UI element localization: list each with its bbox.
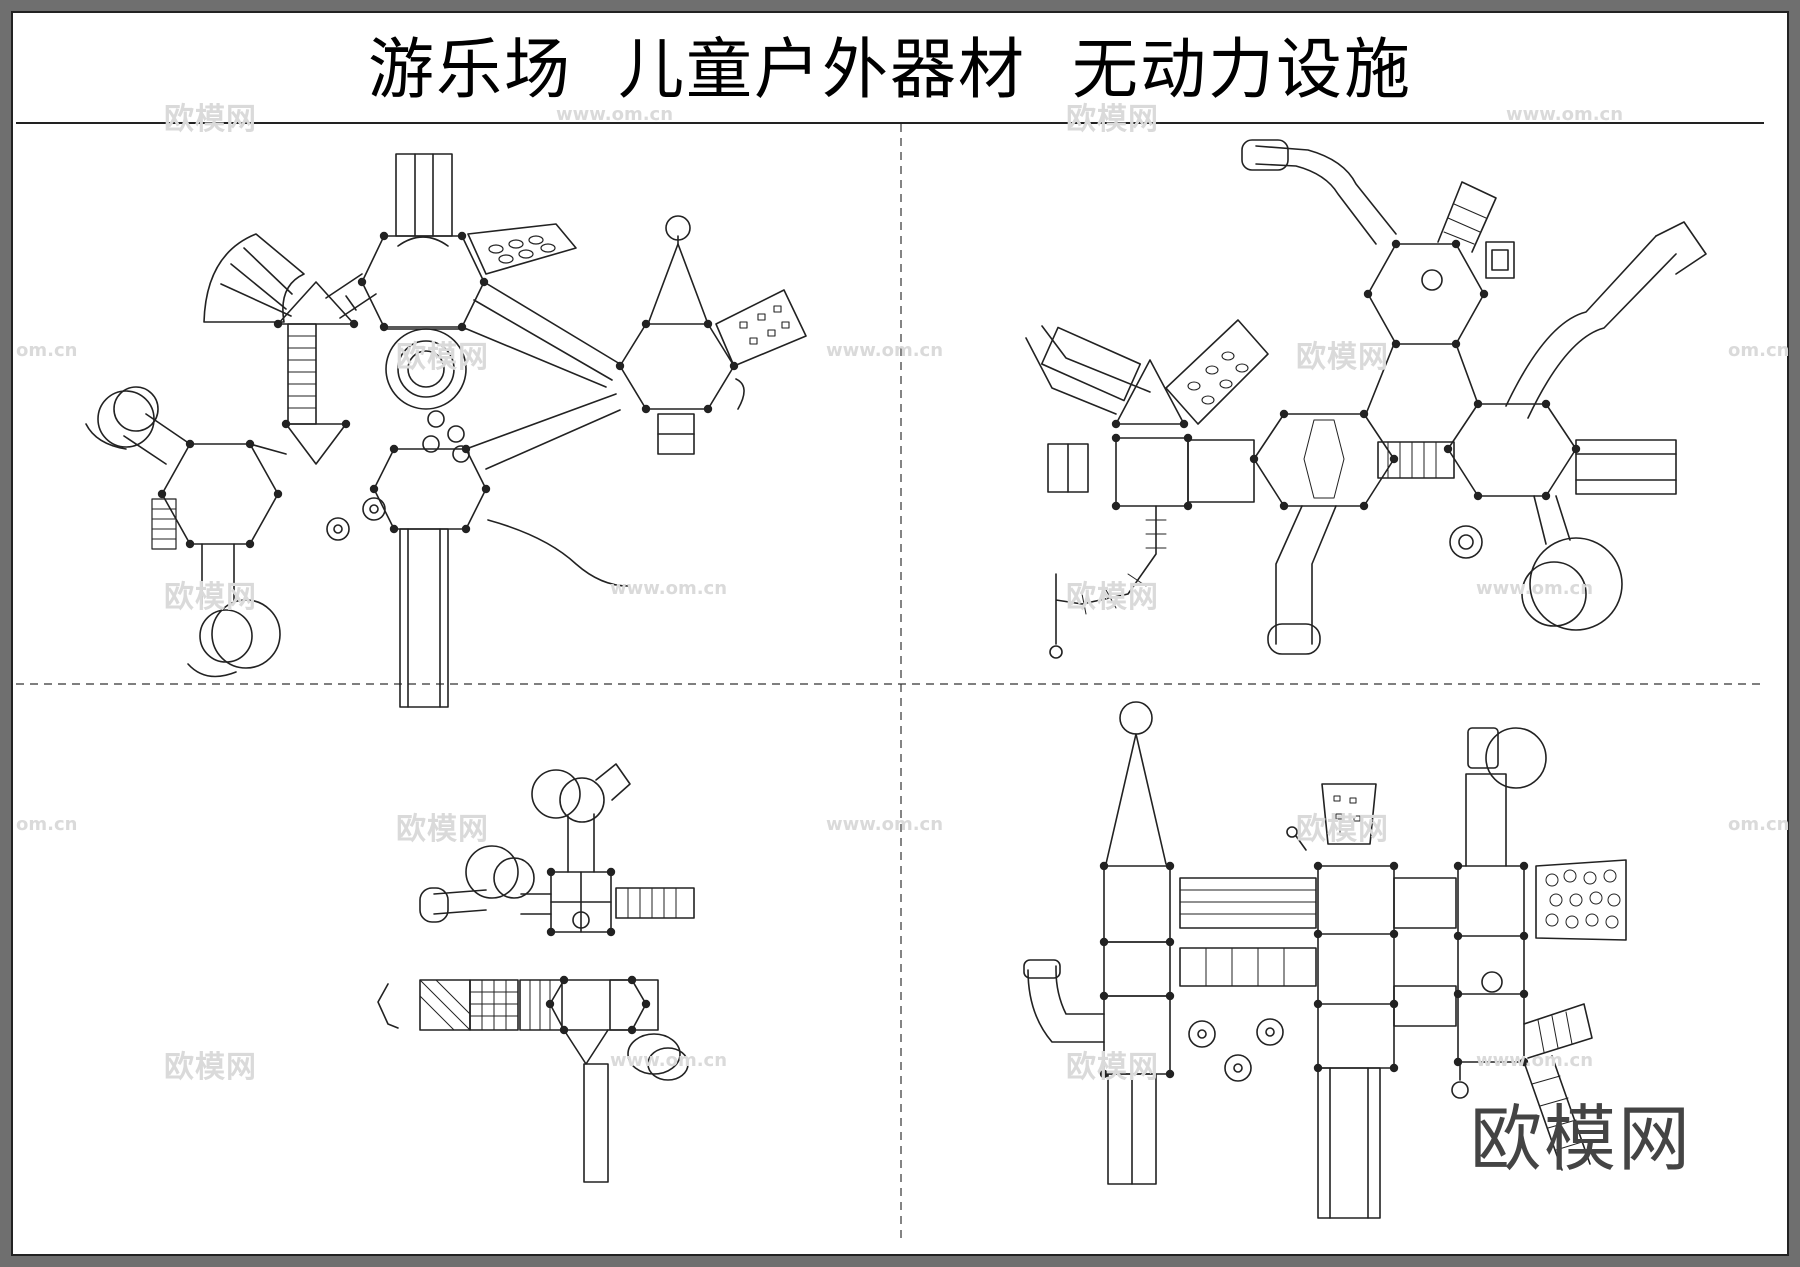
tube-slide-top [1255,145,1397,245]
climbing-wall-a [467,223,577,275]
platform-br-b [1317,865,1395,1069]
platform-hex-c [619,323,735,410]
roof-tower-br [1105,733,1167,865]
page-title: 游乐场 儿童户外器材 无动力设施 [368,31,1412,108]
monkey-bars [1055,505,1157,645]
quadrant-top-left [85,153,807,708]
platform-hex-top [1367,243,1485,345]
ladder-top [1437,181,1497,253]
platform-square-left [1115,437,1189,507]
quadrant-bottom-left [377,763,695,1183]
platform-br-c [1457,865,1525,1063]
climbing-wall-b [715,289,807,367]
ladder-left [287,323,317,425]
plan-svg [16,124,1764,1242]
platform-hex-b [373,448,487,530]
tube-slide-b [201,543,235,605]
roof-tower [647,243,709,325]
platform-br-a [1103,865,1171,943]
platform-hex-a [361,235,485,328]
slide-fan [203,233,305,323]
slide-curve-br [1027,965,1105,1043]
tube-slide-right [1505,235,1677,419]
platform-hex-center [1253,413,1395,507]
plan-drawing-area: 欧模网 www.om.cn 欧模网 www.om.cn om.cn 欧模网 ww… [16,102,1789,1242]
slide-top [395,153,453,237]
climbing-wall-d [1321,783,1377,845]
slide-left [1025,325,1151,415]
platform-hex-left [161,443,279,545]
crawl-tube-c [615,887,695,919]
slide-long [399,528,449,708]
tube-slide-a [123,413,191,465]
climbing-wall-c [1165,319,1269,425]
quadrant-top-right [1025,139,1707,659]
brand-logo: 欧模网 [1470,1097,1693,1181]
drawing-frame [11,11,1789,1256]
tube-slide-c [567,813,595,873]
title-bar: 游乐场 儿童户外器材 无动力设施 [16,16,1764,124]
platform-hex-right [1447,403,1577,497]
post-nodes [157,231,1581,1079]
quadrant-bottom-right [1023,701,1627,1219]
rock-wall [1535,859,1627,941]
